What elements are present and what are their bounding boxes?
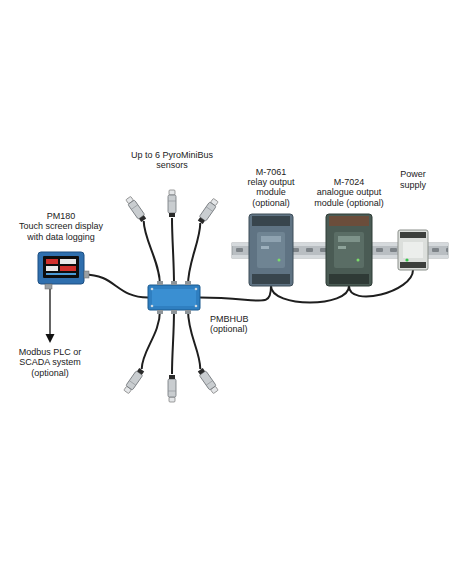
device-drawing <box>148 285 200 310</box>
cable <box>349 270 413 297</box>
device-name: M-7024 <box>311 177 387 187</box>
din-rail <box>232 243 448 258</box>
sensor-cables <box>142 218 201 374</box>
device-drawing <box>38 252 84 284</box>
device-label: M-7024analogue output module (optional) <box>311 177 387 208</box>
hub-box: PMBHUB(optional) <box>148 285 200 310</box>
device-drawing <box>326 214 372 286</box>
device-drawing <box>398 230 428 270</box>
cable <box>84 274 148 297</box>
display-unit: PM180Touch screen display with data logg… <box>38 252 84 284</box>
device-label: PM180Touch screen display with data logg… <box>13 211 109 242</box>
device-name: M-7061 <box>240 167 302 177</box>
sensors-label: Up to 6 PyroMiniBus sensors <box>120 150 224 171</box>
device-description: analogue output module (optional) <box>311 187 387 208</box>
device-drawing <box>249 214 293 286</box>
device-label: Power supply <box>393 169 433 190</box>
device-description: relay output module (optional) <box>240 177 302 208</box>
modbus-arrow <box>46 288 55 343</box>
cable <box>271 286 349 303</box>
device-description: (optional) <box>210 324 280 334</box>
cable <box>200 286 271 301</box>
relay-module: M-7061relay output module (optional) <box>249 214 293 286</box>
device-name: PMBHUB <box>210 314 280 324</box>
modbus-label: Modbus PLC or SCADA system (optional) <box>8 347 92 378</box>
analogue-module: M-7024analogue output module (optional) <box>326 214 372 286</box>
power-supply-unit: Power supply <box>398 230 428 270</box>
device-label: PMBHUB(optional) <box>210 314 280 335</box>
device-label: M-7061relay output module (optional) <box>240 167 302 208</box>
device-name: Power supply <box>393 169 433 190</box>
device-description: Touch screen display with data logging <box>13 221 109 242</box>
device-name: PM180 <box>13 211 109 221</box>
